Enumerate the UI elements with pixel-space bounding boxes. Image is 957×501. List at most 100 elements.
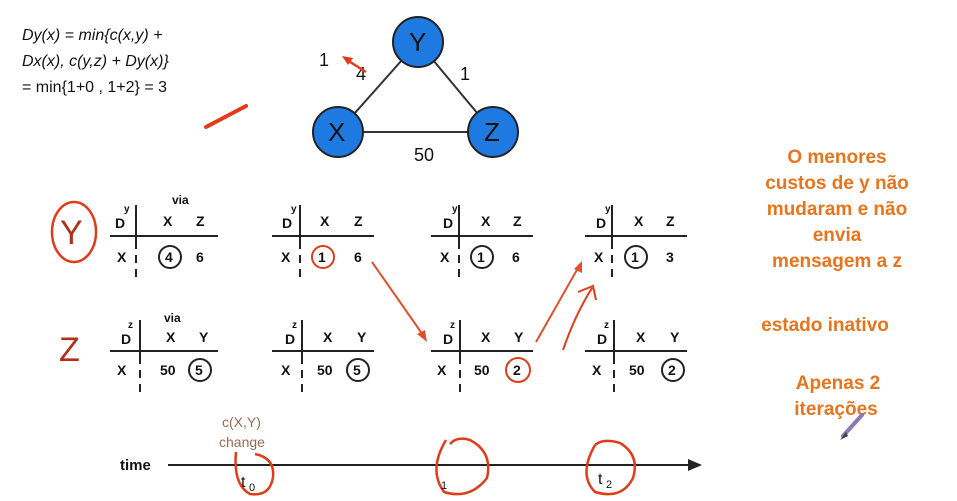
via-label: via bbox=[172, 193, 189, 207]
y-table-2: D y X Z X 1 6 bbox=[272, 204, 374, 290]
formula-line-3: = min{1+0 , 1+2} = 3 bbox=[22, 79, 167, 96]
svg-text:D: D bbox=[597, 331, 607, 347]
row-x: X bbox=[117, 249, 127, 265]
svg-text:X: X bbox=[323, 329, 333, 345]
svg-text:1: 1 bbox=[477, 249, 485, 265]
z-table-2: D z X Y X 50 5 bbox=[272, 320, 374, 410]
network-graph: Y X Z 4 1 1 50 bbox=[312, 16, 519, 165]
svg-text:X: X bbox=[636, 329, 646, 345]
formula-line-1: Dy(x) = min{c(x,y) + bbox=[22, 27, 162, 44]
cell-xx: 4 bbox=[165, 249, 173, 265]
y-row-label: Y bbox=[60, 214, 83, 252]
svg-text:Y: Y bbox=[670, 329, 680, 345]
value-circle-updated bbox=[505, 357, 531, 383]
svg-text:z: z bbox=[128, 320, 133, 331]
node-z bbox=[467, 106, 519, 158]
svg-text:y: y bbox=[605, 204, 611, 215]
z-table-4: D z X Y X 50 2 bbox=[585, 320, 687, 410]
edge-y-z-cost: 1 bbox=[460, 64, 470, 84]
svg-text:Y: Y bbox=[514, 329, 524, 345]
svg-text:D: D bbox=[282, 215, 292, 231]
edge-x-y-new-cost: 1 bbox=[319, 50, 329, 70]
arrow-z-to-y bbox=[535, 267, 579, 343]
svg-text:X: X bbox=[440, 249, 450, 265]
svg-text:Y: Y bbox=[199, 329, 209, 345]
y-table-1: via D y X Z X 4 6 bbox=[110, 193, 218, 290]
value-circle bbox=[158, 245, 182, 269]
note-inactive: estado inativo bbox=[761, 315, 889, 336]
note-line-3: mudaram e não bbox=[767, 199, 907, 220]
pen-cursor-icon bbox=[840, 413, 864, 440]
change-label-1: c(X,Y) bbox=[222, 414, 261, 430]
z-row-label: Z bbox=[59, 331, 80, 369]
svg-text:X: X bbox=[281, 249, 291, 265]
cell-xz: 6 bbox=[196, 249, 204, 265]
note-line-5: mensagem a z bbox=[772, 251, 902, 272]
value-circle-updated bbox=[311, 245, 335, 269]
svg-text:1: 1 bbox=[318, 249, 326, 265]
svg-text:y: y bbox=[291, 204, 297, 215]
svg-text:Y: Y bbox=[357, 329, 367, 345]
note-line-1: O menores bbox=[787, 147, 886, 168]
node-z-label: Z bbox=[484, 117, 500, 147]
col-x: X bbox=[163, 213, 173, 229]
svg-text:2: 2 bbox=[668, 362, 676, 378]
svg-text:X: X bbox=[281, 362, 291, 378]
t2-sub: 2 bbox=[606, 479, 612, 491]
note-line-2: custos de y não bbox=[765, 173, 909, 194]
note-line-4: envia bbox=[813, 225, 862, 246]
svg-text:D: D bbox=[285, 331, 295, 347]
via-label: via bbox=[164, 311, 181, 325]
svg-text:z: z bbox=[292, 320, 297, 331]
svg-text:D: D bbox=[121, 331, 131, 347]
svg-text:z: z bbox=[604, 320, 609, 331]
svg-text:2: 2 bbox=[513, 362, 521, 378]
cost-change-arrowhead bbox=[342, 56, 353, 65]
svg-text:Z: Z bbox=[513, 213, 522, 229]
node-y-label: Y bbox=[409, 27, 426, 57]
svg-text:y: y bbox=[452, 204, 458, 215]
svg-text:X: X bbox=[634, 213, 644, 229]
svg-text:X: X bbox=[594, 249, 604, 265]
t0-label: t bbox=[241, 474, 246, 491]
node-x-label: X bbox=[328, 117, 345, 147]
t2-label: t bbox=[598, 471, 603, 488]
edge-x-y-old-cost: 4 bbox=[356, 64, 366, 84]
svg-text:Z: Z bbox=[666, 213, 675, 229]
t2-circle bbox=[585, 439, 637, 496]
svg-text:1: 1 bbox=[631, 249, 639, 265]
svg-text:X: X bbox=[481, 213, 491, 229]
dist-header-sup: y bbox=[124, 204, 130, 215]
svg-text:5: 5 bbox=[195, 362, 203, 378]
formula-line-2: Dx(x), c(y,z) + Dy(x)} bbox=[22, 53, 169, 70]
svg-text:X: X bbox=[320, 213, 330, 229]
y-table-4: D y X Z X 1 3 bbox=[585, 204, 687, 290]
t1-sub: 1 bbox=[441, 480, 447, 492]
svg-text:D: D bbox=[443, 215, 453, 231]
svg-text:5: 5 bbox=[353, 362, 361, 378]
svg-text:X: X bbox=[117, 362, 127, 378]
node-y bbox=[392, 16, 444, 68]
y-table-3: D y X Z X 1 6 bbox=[431, 204, 533, 290]
svg-text:z: z bbox=[450, 320, 455, 331]
svg-text:Z: Z bbox=[354, 213, 363, 229]
svg-text:3: 3 bbox=[666, 249, 674, 265]
svg-text:D: D bbox=[443, 331, 453, 347]
timeline: c(X,Y) change time t 0 1 t 2 bbox=[120, 414, 702, 496]
svg-text:50: 50 bbox=[629, 362, 645, 378]
node-x bbox=[312, 106, 364, 158]
annotation-stroke bbox=[204, 104, 248, 129]
y-row-circle bbox=[50, 200, 98, 264]
z-table-1: via D z X Y X 50 5 bbox=[110, 311, 218, 410]
message-arrows bbox=[371, 261, 597, 351]
svg-text:X: X bbox=[481, 329, 491, 345]
handdrawn-arrow bbox=[562, 287, 593, 351]
svg-text:X: X bbox=[166, 329, 176, 345]
t0-sub: 0 bbox=[249, 482, 255, 494]
edge-x-z-cost: 50 bbox=[414, 145, 434, 165]
svg-text:X: X bbox=[592, 362, 602, 378]
svg-text:6: 6 bbox=[354, 249, 362, 265]
col-z: Z bbox=[196, 213, 205, 229]
